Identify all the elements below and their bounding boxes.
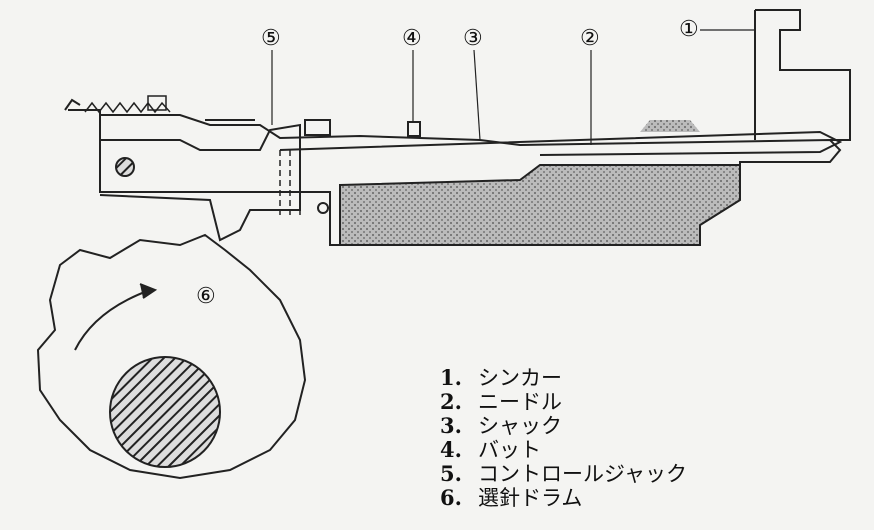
callout-3: ③ [463, 26, 483, 51]
pivot-pin [115, 157, 135, 177]
legend-number: 4. [440, 437, 462, 462]
legend-number: 1. [440, 365, 462, 390]
callout-4: ④ [402, 26, 422, 51]
legend-label: シンカー [478, 366, 562, 390]
legend-label: バット [478, 438, 541, 462]
spring-block [147, 95, 167, 111]
leader-line-3 [473, 49, 481, 141]
needle-shaded-segment [640, 120, 700, 132]
legend-label: コントロールジャック [478, 462, 687, 486]
butt-hatched-block [339, 164, 741, 246]
screw [317, 202, 329, 214]
legend-number: 6. [440, 485, 462, 510]
legend-item: 3. シャック [440, 414, 687, 438]
legend-label: 選針ドラム [478, 486, 583, 510]
rotation-arrow [74, 289, 151, 351]
sinker [754, 9, 851, 141]
legend-item: 2. ニードル [440, 390, 687, 414]
needle [279, 130, 843, 156]
needle-bed [68, 109, 842, 246]
arrowhead-icon [139, 283, 158, 299]
callout-2: ② [580, 26, 600, 51]
control-jack [99, 123, 301, 242]
spring [84, 101, 171, 114]
control-jack-butt [304, 119, 331, 136]
callout-6: ⑥ [196, 284, 216, 309]
legend-number: 3. [440, 413, 462, 438]
butt [407, 121, 421, 137]
drum-shaft [109, 356, 221, 468]
legend-item: 4. バット [440, 438, 687, 462]
legend-item: 5. コントロールジャック [440, 462, 687, 486]
legend-number: 2. [440, 389, 462, 414]
legend-label: ニードル [478, 390, 562, 414]
legend: 1.シンカー 2.ニードル 3.シャック 4.バット 5.コントロールジャック … [440, 366, 687, 510]
legend-item: 1. シンカー [440, 366, 687, 390]
latch-hook [64, 98, 81, 111]
legend-label: シャック [478, 414, 562, 438]
callout-5: ⑤ [261, 26, 281, 51]
legend-item: 6. 選針ドラム [440, 486, 687, 510]
selector-drum [36, 233, 307, 480]
callout-1: ① [679, 17, 699, 42]
legend-number: 5. [440, 461, 462, 486]
hidden-line [279, 150, 301, 215]
